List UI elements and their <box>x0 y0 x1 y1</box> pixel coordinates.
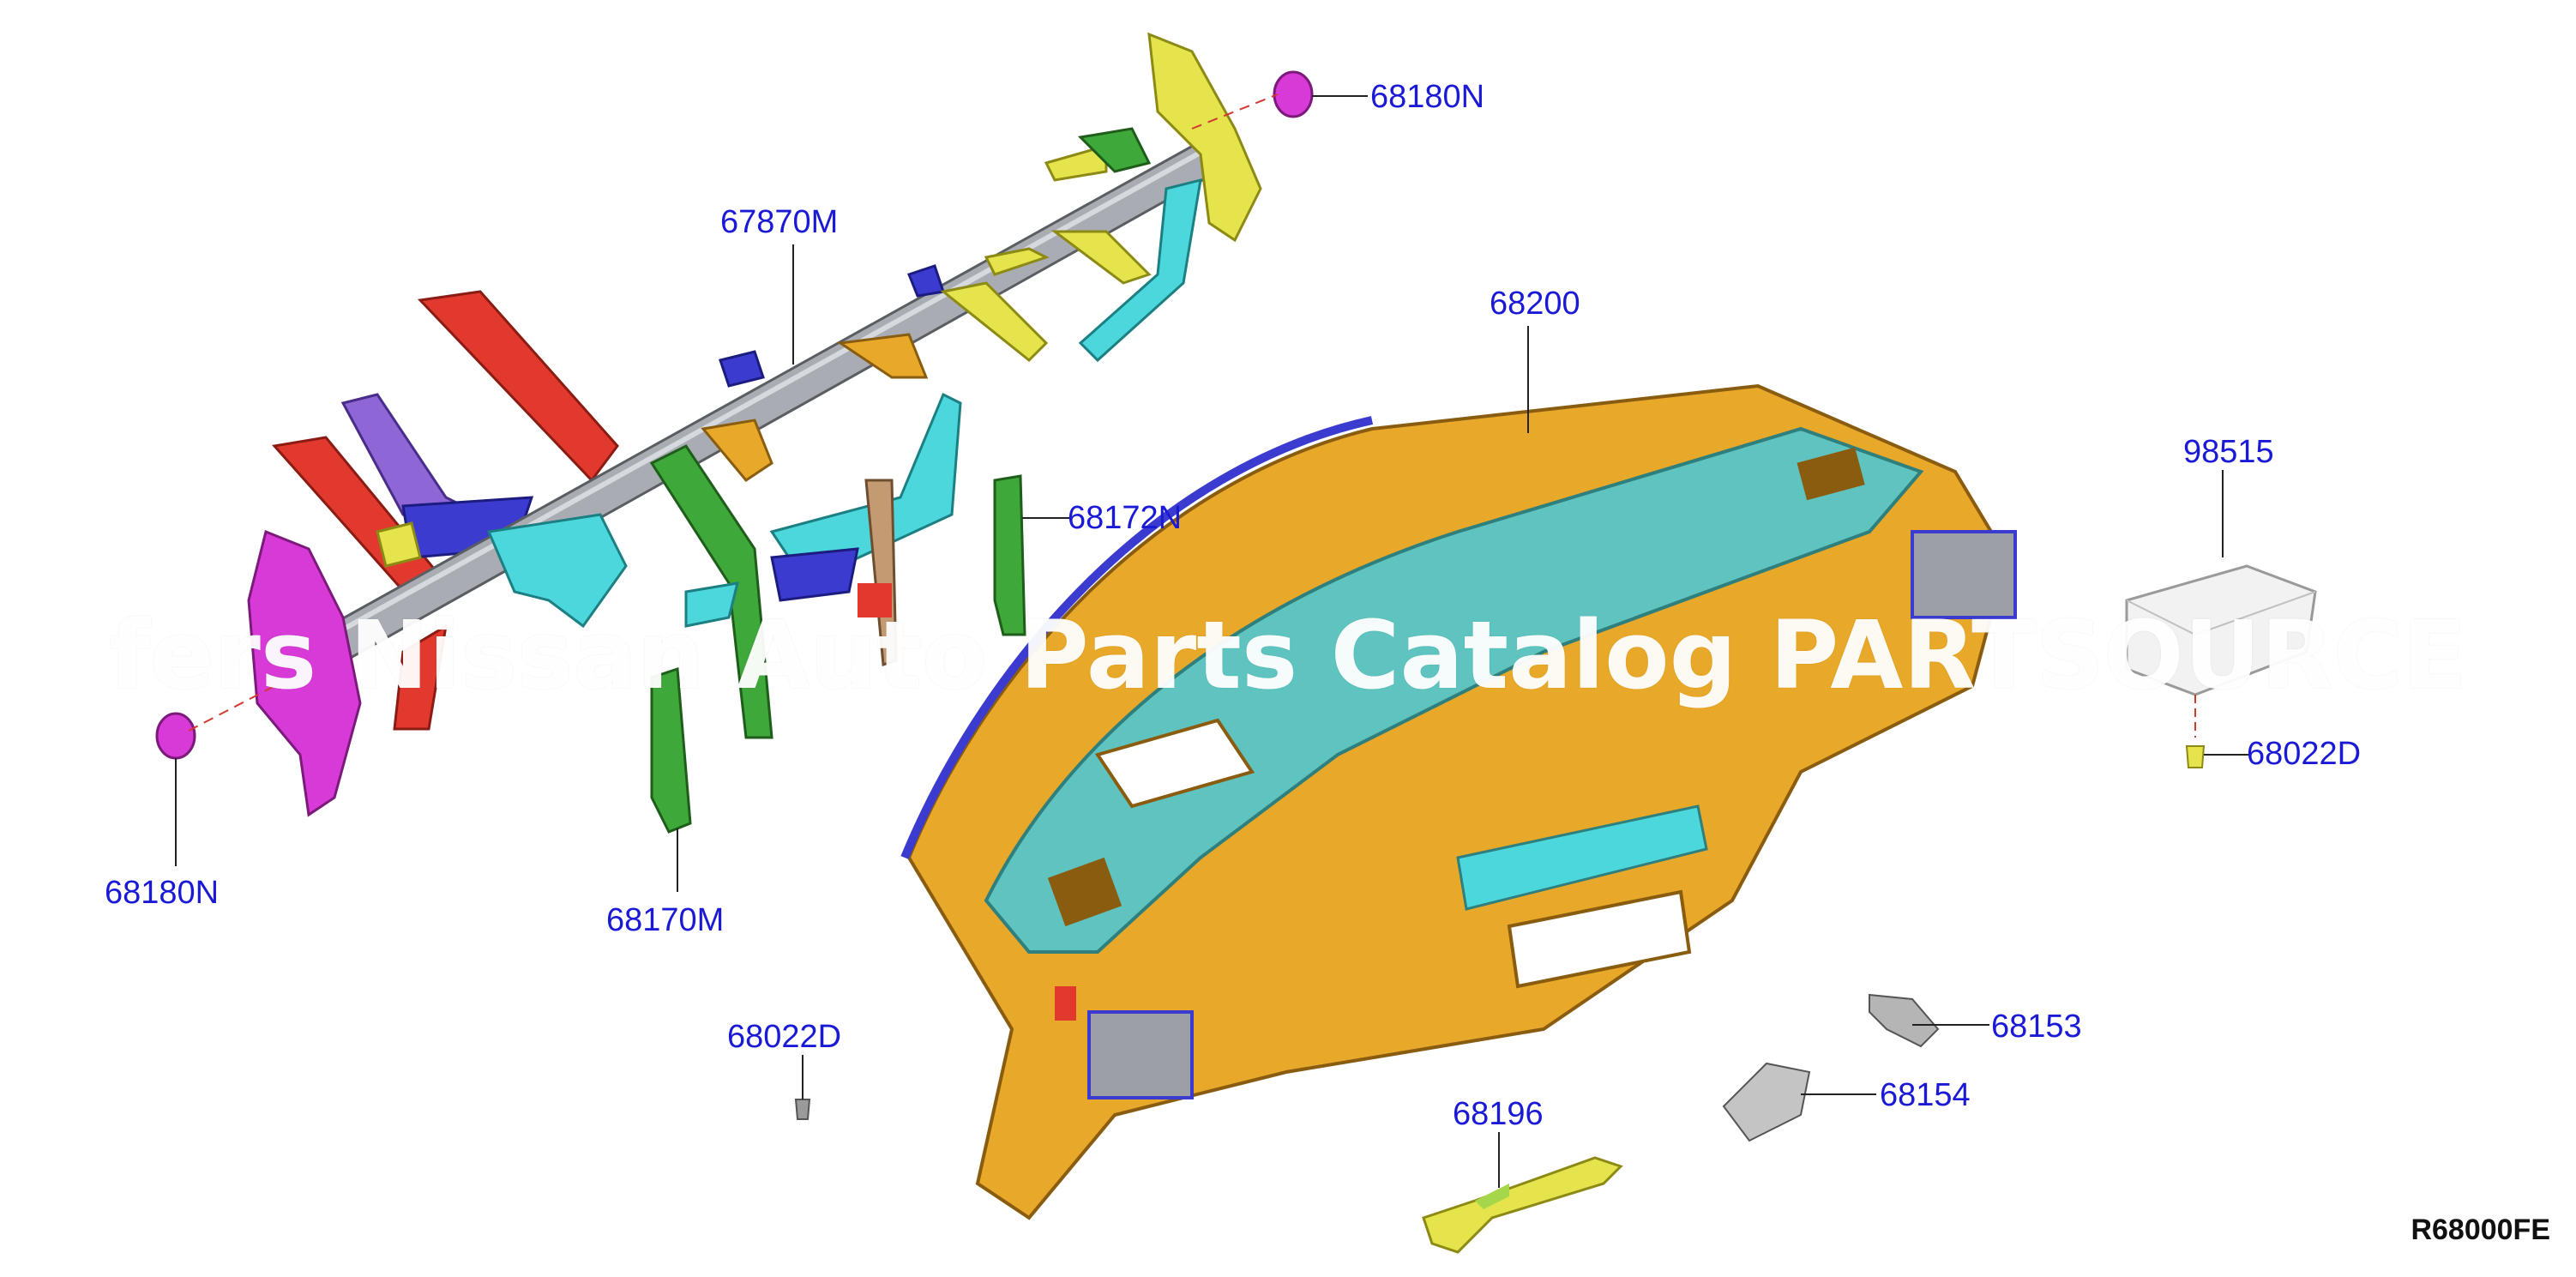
clip-left[interactable] <box>794 1099 811 1120</box>
diagram-code: R68000FE <box>2410 1214 2550 1246</box>
bracket-68196[interactable] <box>1422 1156 1623 1254</box>
label-bracket-right[interactable]: 68172N <box>1068 500 1183 536</box>
watermark-text: fers Nissan Auto Parts Catalog PARTSOURC… <box>109 600 2467 710</box>
label-airbag[interactable]: 98515 <box>2183 434 2274 470</box>
grommet-left[interactable] <box>155 712 196 760</box>
bracket-68172n[interactable] <box>993 474 1026 636</box>
label-grommet-left[interactable]: 68180N <box>105 875 220 911</box>
steering-member-assembly[interactable] <box>247 32 1262 817</box>
grommet-right[interactable] <box>1273 70 1314 118</box>
label-member-assembly[interactable]: 67870M <box>720 204 839 240</box>
airbag-module[interactable] <box>2125 564 2317 696</box>
label-clip-left[interactable]: 68022D <box>727 1019 842 1055</box>
label-bracket-left[interactable]: 68170M <box>606 902 725 938</box>
label-bracket-lower[interactable]: 68196 <box>1453 1096 1544 1132</box>
leader-lines <box>175 95 2248 1188</box>
stay-68153[interactable] <box>1869 993 1940 1048</box>
label-panel-assembly[interactable]: 68200 <box>1490 286 1580 322</box>
stay-68154[interactable] <box>1722 1062 1811 1142</box>
label-stay-b[interactable]: 68154 <box>1880 1077 1971 1113</box>
clip-right[interactable] <box>2185 745 2206 768</box>
bracket-68170m[interactable] <box>650 666 692 834</box>
label-stay-a[interactable]: 68153 <box>1991 1009 2082 1045</box>
label-clip-right[interactable]: 68022D <box>2247 736 2362 772</box>
instrument-panel-assembly[interactable] <box>900 383 2017 1220</box>
label-grommet-right[interactable]: 68180N <box>1370 79 1485 115</box>
